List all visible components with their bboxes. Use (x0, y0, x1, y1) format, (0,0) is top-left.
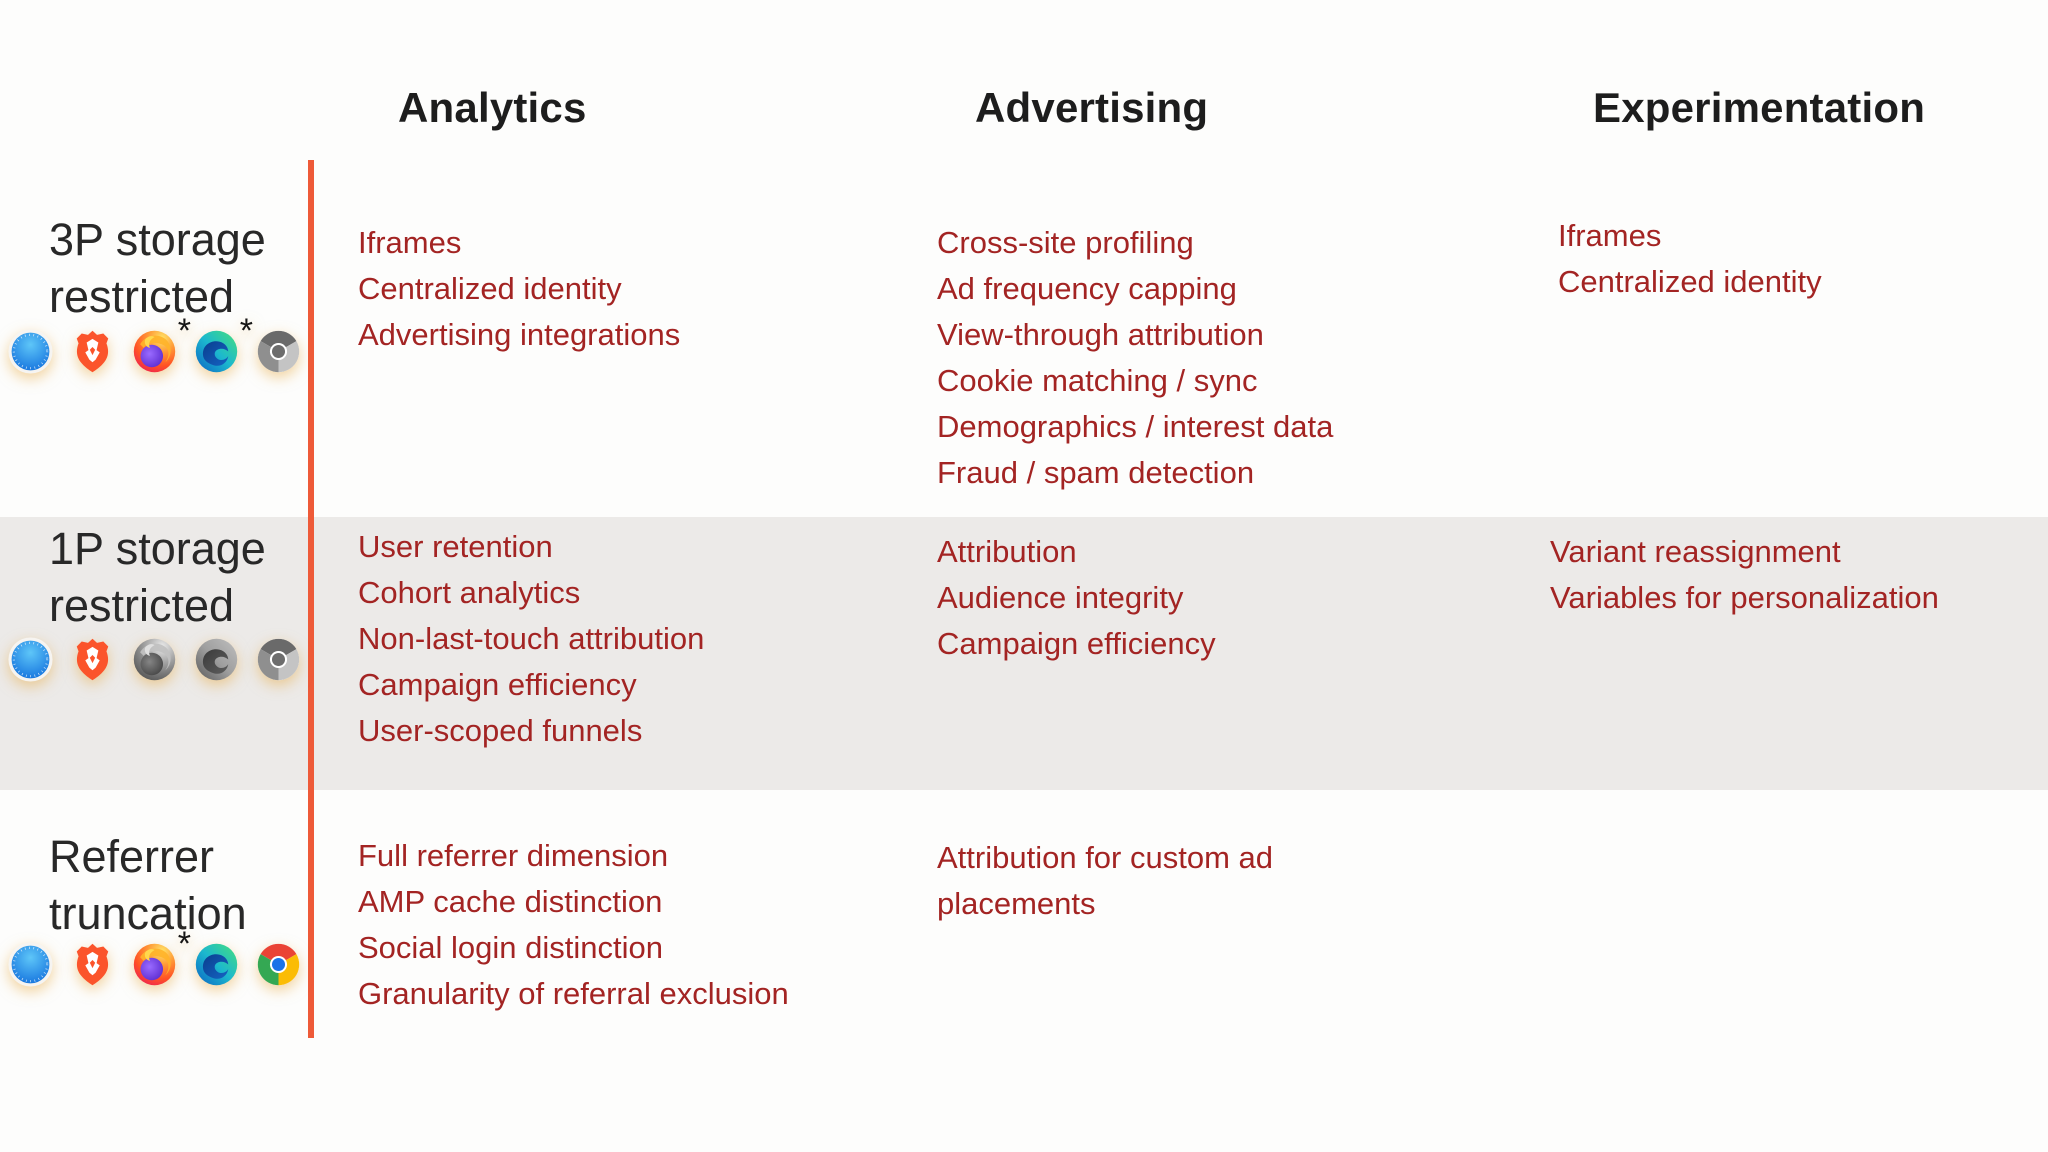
edge-icon: * (194, 314, 253, 374)
chrome-icon (256, 329, 301, 374)
capability-item: Cross-site profiling (937, 225, 1194, 260)
row-label-line-2: truncation (49, 888, 247, 939)
capability-item: Cookie matching / sync (937, 363, 1258, 398)
row-label-line-1: Referrer (49, 831, 215, 882)
capability-item: Ad frequency capping (937, 271, 1237, 306)
cell-referrer-advertising: Attribution for custom ad placements (937, 835, 1382, 927)
brave-icon (70, 329, 115, 374)
capability-item: Advertising integrations (358, 317, 681, 352)
cell-1p-analytics: User retention Cohort analytics Non-last… (358, 524, 704, 754)
capability-item: Campaign efficiency (358, 667, 637, 702)
column-header-advertising: Advertising (975, 84, 1209, 131)
browser-icon-strip-row-1: * * (8, 314, 301, 374)
brave-icon (70, 942, 115, 987)
firefox-icon (132, 637, 177, 682)
row-label-referrer-truncation: Referrer truncation (49, 828, 247, 942)
capability-item: Demographics / interest data (937, 409, 1334, 444)
row-2-shaded-band (0, 517, 2048, 790)
cell-referrer-analytics: Full referrer dimension AMP cache distin… (358, 833, 789, 1017)
capability-item: Centralized identity (1558, 264, 1822, 299)
chrome-icon (256, 637, 301, 682)
row-label-1p-storage: 1P storage restricted (49, 520, 266, 634)
row-label-line-1: 3P storage (49, 214, 266, 265)
column-header-analytics: Analytics (398, 84, 587, 131)
capability-item: Attribution (937, 534, 1077, 569)
row-label-3p-storage: 3P storage restricted (49, 211, 266, 325)
capability-item: Iframes (1558, 218, 1662, 253)
column-header-experimentation: Experimentation (1593, 84, 1926, 131)
safari-icon (8, 942, 53, 987)
capability-item: Variant reassignment (1550, 534, 1841, 569)
safari-icon (8, 329, 53, 374)
cell-3p-experimentation: Iframes Centralized identity (1558, 213, 1822, 305)
capability-item: Full referrer dimension (358, 838, 669, 873)
asterisk-marker: * (239, 312, 253, 350)
capability-item: Social login distinction (358, 930, 664, 965)
capability-item: Non-last-touch attribution (358, 621, 705, 656)
capability-item: User retention (358, 529, 553, 564)
row-label-line-2: restricted (49, 271, 235, 322)
brave-icon (70, 637, 115, 682)
firefox-icon: * (132, 927, 191, 987)
capability-item: Attribution for custom ad placements (937, 840, 1273, 921)
firefox-icon: * (132, 314, 191, 374)
capability-item: View-through attribution (937, 317, 1264, 352)
cell-1p-experimentation: Variant reassignment Variables for perso… (1550, 529, 1939, 621)
row-label-line-1: 1P storage (49, 523, 266, 574)
capability-item: Fraud / spam detection (937, 455, 1255, 490)
capability-item: Audience integrity (937, 580, 1184, 615)
capability-item: User-scoped funnels (358, 713, 643, 748)
safari-icon (8, 637, 53, 682)
cell-1p-advertising: Attribution Audience integrity Campaign … (937, 529, 1216, 667)
capability-item: Iframes (358, 225, 462, 260)
capability-item: Cohort analytics (358, 575, 581, 610)
chrome-icon (256, 942, 301, 987)
browser-icon-strip-row-3: * (8, 927, 301, 987)
capability-item: Variables for personalization (1550, 580, 1939, 615)
capability-item: Granularity of referral exclusion (358, 976, 789, 1011)
browser-icon-strip-row-2 (8, 637, 301, 682)
edge-icon (194, 637, 239, 682)
asterisk-marker: * (177, 312, 191, 350)
cell-3p-analytics: Iframes Centralized identity Advertising… (358, 220, 680, 358)
capability-item: Campaign efficiency (937, 626, 1216, 661)
edge-icon (194, 942, 239, 987)
cell-3p-advertising: Cross-site profiling Ad frequency cappin… (937, 220, 1333, 496)
row-label-line-2: restricted (49, 580, 235, 631)
asterisk-marker: * (177, 925, 191, 963)
capability-item: Centralized identity (358, 271, 622, 306)
capability-item: AMP cache distinction (358, 884, 663, 919)
vertical-divider-line (308, 160, 314, 1038)
